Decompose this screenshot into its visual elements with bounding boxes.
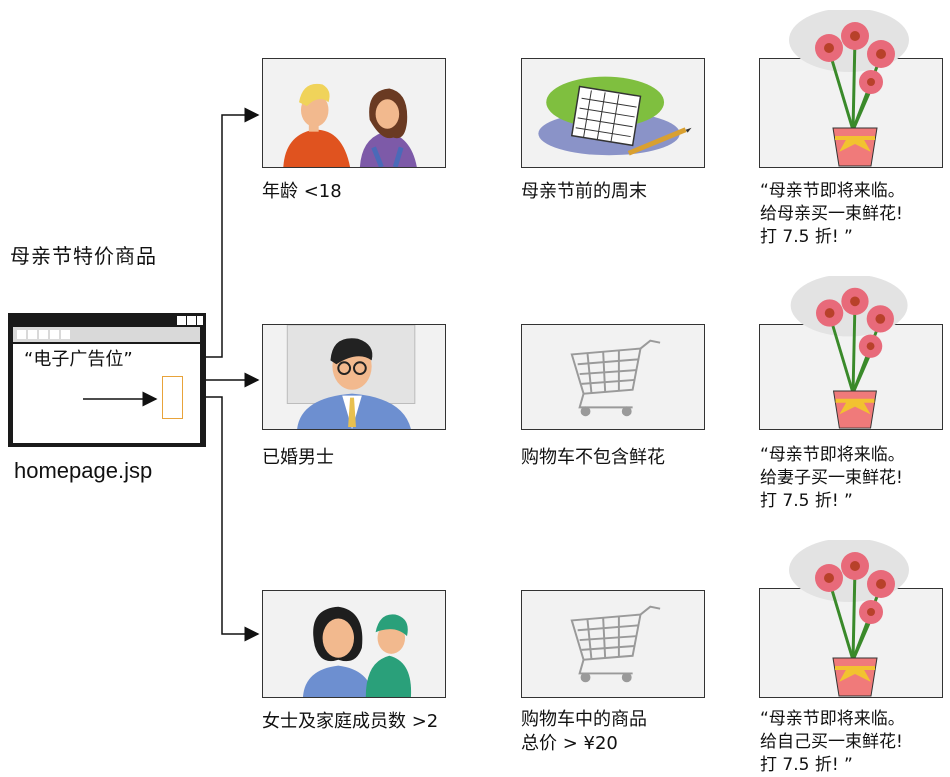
condition-label: 母亲节前的周末 (521, 181, 647, 202)
segment-label: 年龄 <18 (262, 181, 342, 202)
segment-label: 女士及家庭成员数 >2 (262, 711, 439, 732)
diagram-heading: 母亲节特价商品 (10, 244, 157, 268)
teens-talking-image (283, 83, 417, 167)
segment-image (262, 324, 446, 430)
mother-child-image (302, 606, 412, 697)
flower-pot-icon (789, 540, 909, 697)
condition-image (521, 58, 705, 168)
condition-image (521, 324, 705, 430)
ad-slot-box (162, 376, 183, 419)
calendar-image (538, 76, 692, 156)
offer-text: “母亲节即将来临。 给自己买一束鲜花! 打 7.5 折! ” (760, 709, 905, 775)
offer-image (759, 540, 943, 698)
condition-label: 购物车不包含鲜花 (521, 447, 665, 468)
condition-image (521, 590, 705, 698)
offer-text: “母亲节即将来临。 给母亲买一束鲜花! 打 7.5 折! ” (760, 181, 905, 247)
browser-toolbar (13, 327, 200, 342)
ad-slot-label: “电子广告位” (24, 349, 133, 370)
segment-image (262, 590, 446, 698)
segment-label: 已婚男士 (262, 447, 334, 468)
offer-image (759, 10, 943, 168)
flower-pot-icon (790, 276, 908, 429)
window-control (187, 316, 196, 325)
file-name: homepage.jsp (14, 458, 153, 483)
shopping-cart-image (570, 605, 661, 683)
businessman-image (286, 325, 416, 429)
offer-image (759, 276, 943, 430)
condition-label: 购物车中的商品 总价 > ¥20 (521, 709, 647, 754)
window-control (197, 316, 203, 325)
flower-pot-icon (789, 10, 909, 167)
shopping-cart-image (570, 339, 661, 417)
offer-text: “母亲节即将来临。 给妻子买一束鲜花! 打 7.5 折! ” (760, 445, 905, 511)
window-control (177, 316, 186, 325)
segment-image (262, 58, 446, 168)
